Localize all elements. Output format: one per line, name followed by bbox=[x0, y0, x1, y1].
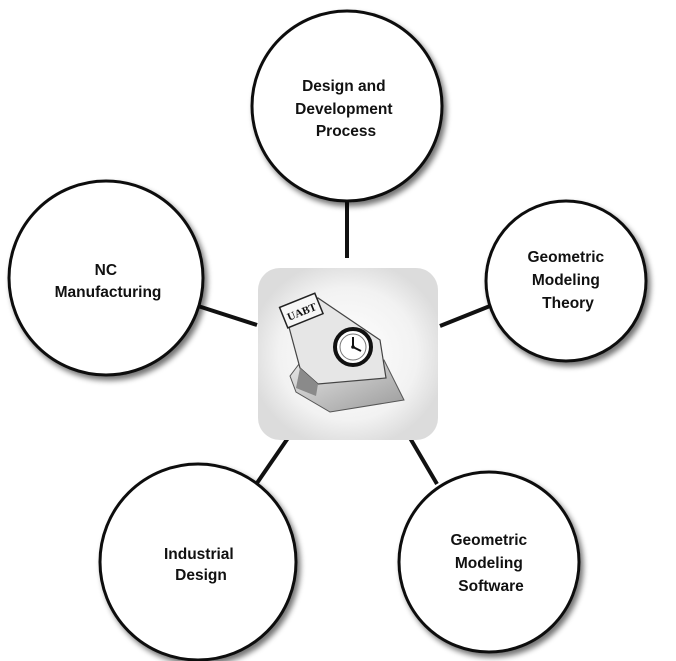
node-label-line: Software bbox=[458, 578, 524, 595]
svg-text:NC Manufacturing: NC Manufacturing bbox=[55, 262, 162, 301]
svg-text:Design and Development: Design and Development Process bbox=[295, 78, 397, 140]
desk-clock-nameplate-icon: UABT bbox=[278, 292, 405, 413]
node-nc-mfg: NC Manufacturing bbox=[7, 179, 205, 377]
node-label-line: NC bbox=[95, 262, 117, 279]
node-geo-theory: Geometric Modeling Theory bbox=[484, 199, 648, 363]
node-label-line: Process bbox=[316, 123, 376, 140]
svg-text:Geometric Modeling: Geometric Modeling Theory bbox=[528, 249, 609, 312]
node-circle bbox=[484, 199, 648, 363]
node-circle bbox=[397, 470, 581, 654]
connectors bbox=[197, 202, 491, 486]
node-label-line: Geometric bbox=[528, 249, 605, 266]
node-geo-software: Geometric Modeling Software bbox=[397, 470, 581, 654]
connector-industrial bbox=[255, 436, 290, 485]
svg-text:Geometric Modeling: Geometric Modeling Software bbox=[451, 532, 532, 595]
node-label-line: Modeling bbox=[532, 272, 600, 289]
connector-geo-theory bbox=[439, 304, 491, 328]
node-label-line: Development bbox=[295, 101, 392, 118]
svg-text:Industrial Design: Industrial Design bbox=[164, 546, 238, 584]
node-label-line: Theory bbox=[542, 295, 594, 312]
node-label-line: Geometric bbox=[451, 532, 528, 549]
node-circle bbox=[98, 462, 298, 661]
node-design-dev: Design and Development Process bbox=[250, 9, 444, 203]
center-image: UABT bbox=[258, 268, 438, 440]
connector-nc-mfg bbox=[197, 304, 258, 327]
node-label-line: Manufacturing bbox=[55, 284, 162, 301]
node-label-line: Modeling bbox=[455, 555, 523, 572]
connector-geo-software bbox=[408, 436, 439, 486]
node-label-line: Industrial bbox=[164, 546, 234, 563]
node-label-line: Design and bbox=[302, 78, 386, 95]
node-label-line: Design bbox=[175, 567, 227, 584]
node-industrial: Industrial Design bbox=[98, 462, 298, 661]
node-circle bbox=[7, 179, 205, 377]
node-circle bbox=[250, 9, 444, 203]
